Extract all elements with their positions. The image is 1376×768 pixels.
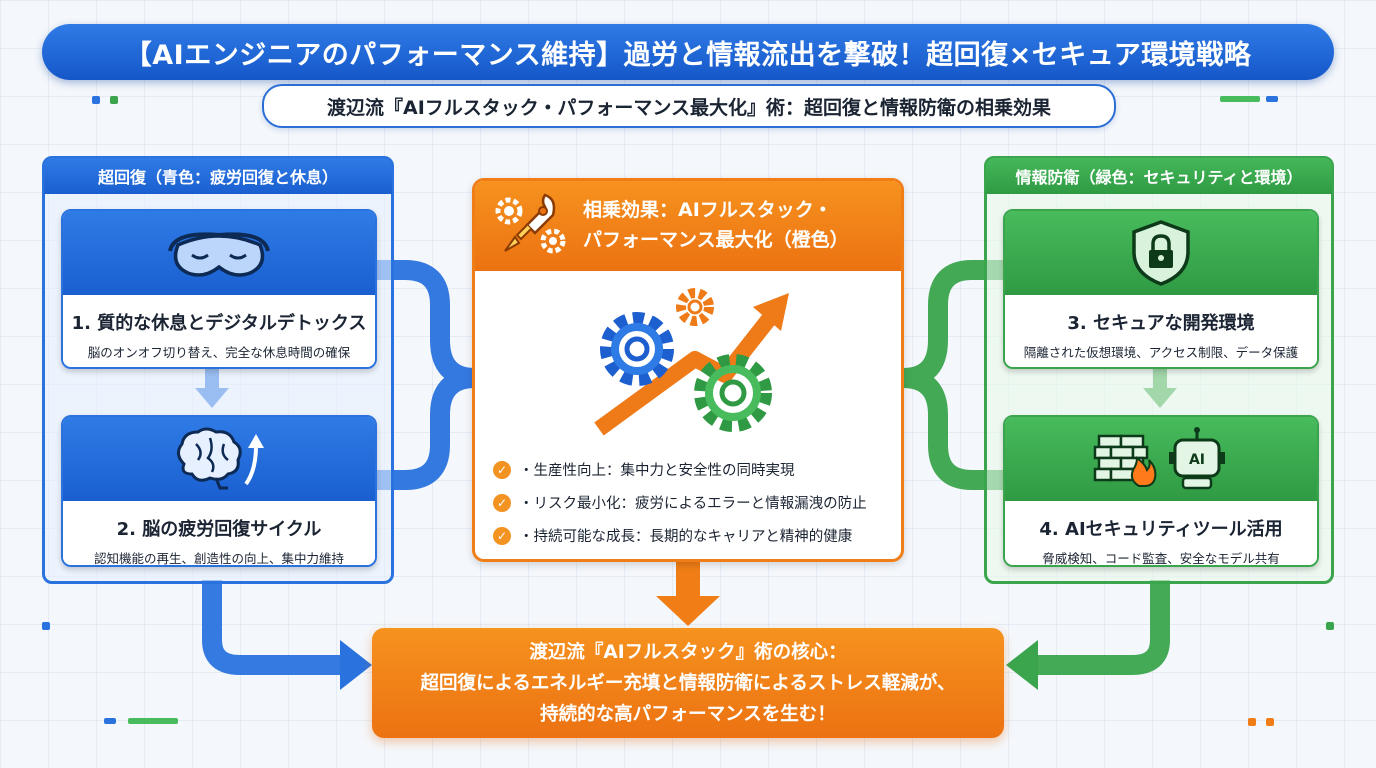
robot-ai-label: AI (1189, 452, 1205, 468)
security-panel-header: 情報防衛（緑色：セキュリティと環境） (986, 158, 1332, 194)
core-line-3: 持続的な高パフォーマンスを生む！ (540, 703, 836, 725)
rocket-gears-icon (495, 193, 566, 254)
card-title: 4. AIセキュリティツール活用 (1039, 519, 1283, 540)
decor-dot (128, 718, 178, 724)
page-title: 【AIエンジニアのパフォーマンス維持】過労と情報流出を撃破！超回復×セキュア環境… (42, 24, 1334, 80)
decor-dot (110, 96, 118, 104)
card-description: 脅威検知、コード監査、安全なモデル共有 (1042, 551, 1280, 566)
synergy-bullet: ✓ ・持続可能な成長：長期的なキャリアと精神的健康 (493, 525, 852, 546)
synergy-panel: 相乗効果：AIフルスタック・ パフォーマンス最大化（橙色） ✓ ・生産性向上：集… (472, 178, 904, 562)
decor-dot (1220, 96, 1260, 102)
security-panel: 情報防衛（緑色：セキュリティと環境） 3. セキュアな開発環境 隔離された仮想環… (984, 156, 1334, 584)
card-title: 3. セキュアな開発環境 (1067, 313, 1255, 334)
decor-dot (42, 622, 50, 630)
core-message-box: 渡辺流『AIフルスタック』術の核心： 超回復によるエネルギー充填と情報防衛による… (372, 628, 1004, 738)
check-icon: ✓ (493, 526, 511, 545)
recovery-panel-header: 超回復（青色：疲労回復と休息） (44, 158, 392, 194)
synergy-title: 相乗効果：AIフルスタック・ パフォーマンス最大化（橙色） (583, 195, 893, 255)
card-description: 隔離された仮想環境、アクセス制限、データ保護 (1023, 345, 1299, 360)
decor-dot (1266, 718, 1274, 726)
synergy-bullet: ✓ ・リスク最小化：疲労によるエラーと情報漏洩の防止 (493, 492, 867, 513)
check-icon: ✓ (493, 493, 511, 512)
core-line-1: 渡辺流『AIフルスタック』術の核心： (529, 641, 847, 663)
decor-dot (1248, 718, 1256, 726)
synergy-bullet: ✓ ・生産性向上：集中力と安全性の同時実現 (493, 459, 795, 480)
recovery-panel: 超回復（青色：疲労回復と休息） 1. 質的な休息とデジタルデトックス 脳のオンオ… (42, 156, 394, 584)
decor-dot (1326, 622, 1334, 630)
card-brain-recovery: 2. 脳の疲労回復サイクル 認知機能の再生、創造性の向上、集中力維持 (61, 415, 377, 567)
shield-lock-icon (1132, 220, 1190, 286)
bullet-text: ・持続可能な成長：長期的なキャリアと精神的健康 (519, 529, 853, 545)
card-title: 2. 脳の疲労回復サイクル (116, 519, 322, 540)
decor-dot (1266, 96, 1278, 102)
card-ai-security-tools: AI 4. AIセキュリティツール活用 脅威検知、コード監査、安全なモデル共有 (1003, 415, 1319, 567)
synergy-panel-header: 相乗効果：AIフルスタック・ パフォーマンス最大化（橙色） (475, 181, 901, 271)
card-secure-environment: 3. セキュアな開発環境 隔離された仮想環境、アクセス制限、データ保護 (1003, 209, 1319, 369)
card-title: 1. 質的な休息とデジタルデトックス (71, 313, 367, 334)
gears-arrow-icon (594, 288, 789, 436)
sleep-mask-icon (168, 232, 270, 277)
brain-recovery-icon (177, 427, 264, 490)
bullet-text: ・リスク最小化：疲労によるエラーと情報漏洩の防止 (519, 496, 867, 512)
card-description: 脳のオンオフ切り替え、完全な休息時間の確保 (87, 345, 351, 360)
core-line-2: 超回復によるエネルギー充填と情報防衛によるストレス軽減が、 (420, 672, 956, 694)
card-digital-detox: 1. 質的な休息とデジタルデトックス 脳のオンオフ切り替え、完全な休息時間の確保 (61, 209, 377, 369)
synergy-title-line-1: 相乗効果：AIフルスタック・ (583, 199, 833, 221)
card-description: 認知機能の再生、創造性の向上、集中力維持 (93, 551, 344, 566)
firewall-ai-robot-icon: AI (1093, 427, 1225, 490)
page-subtitle: 渡辺流『AIフルスタック・パフォーマンス最大化』術：超回復と情報防衛の相乗効果 (262, 84, 1116, 128)
check-icon: ✓ (493, 460, 511, 479)
synergy-title-line-2: パフォーマンス最大化（橙色） (583, 229, 849, 251)
decor-dot (92, 96, 100, 104)
decor-dot (104, 718, 116, 724)
bullet-text: ・生産性向上：集中力と安全性の同時実現 (519, 463, 795, 479)
